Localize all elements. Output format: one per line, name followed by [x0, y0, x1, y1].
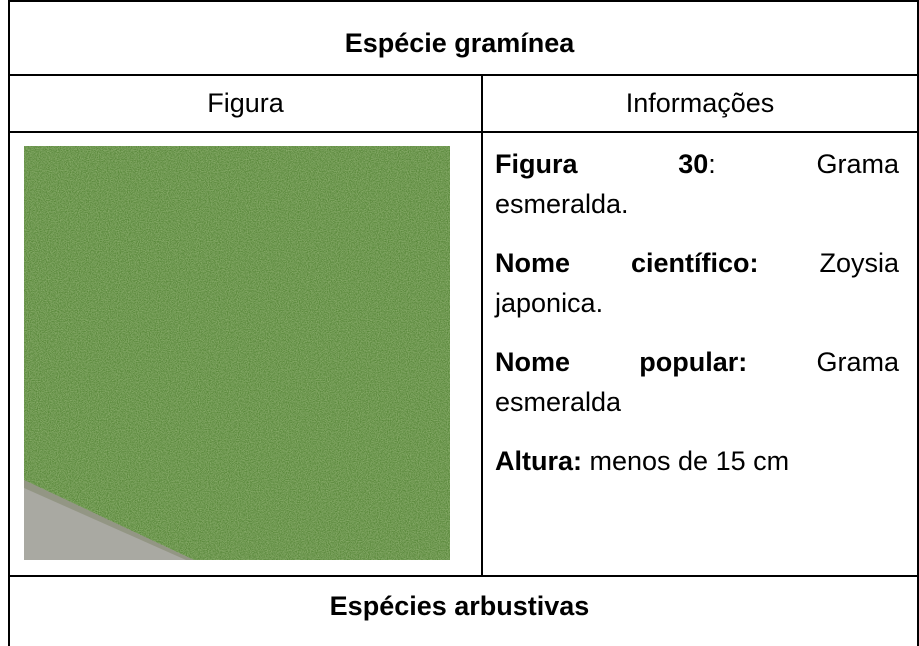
- height-value: menos de 15 cm: [582, 446, 790, 476]
- table-top-rule: [8, 0, 919, 2]
- figure-caption-continued: esmeralda.: [495, 189, 629, 219]
- figure-caption-word: Grama: [816, 149, 899, 179]
- scientific-name-value-2: japonica.: [495, 288, 604, 318]
- figure-colon: :: [708, 149, 716, 179]
- scientific-name: Nome científico: Zoysia japonica.: [495, 243, 899, 323]
- popular-name-label-1: Nome: [495, 347, 571, 377]
- height-label: Altura:: [495, 446, 582, 476]
- grass-photo-texture: [24, 146, 450, 560]
- column-divider: [481, 74, 483, 577]
- figure-label: Figura: [495, 149, 578, 179]
- grass-speckle-layer: [24, 146, 450, 560]
- scientific-name-label-1: Nome: [495, 248, 571, 278]
- header-row-rule: [8, 131, 919, 133]
- content-row-rule: [8, 575, 919, 577]
- popular-name: Nome popular: Grama esmeralda: [495, 342, 899, 422]
- figure-caption: Figura 30: Grama esmeralda.: [495, 144, 899, 224]
- title-row-rule: [8, 74, 919, 76]
- popular-name-value-2: esmeralda: [495, 387, 622, 417]
- column-header-info: Informações: [625, 88, 775, 118]
- plant-height: Altura: menos de 15 cm: [495, 441, 899, 481]
- grass-shade: [24, 146, 450, 560]
- column-header-figure: Figura: [207, 88, 284, 118]
- grass-photo: [24, 146, 450, 560]
- section-title-grass: Espécie gramínea: [344, 28, 575, 58]
- scientific-name-value-1: Zoysia: [819, 248, 899, 278]
- species-table: [8, 0, 919, 646]
- popular-name-label-2: popular:: [639, 347, 748, 377]
- scientific-name-label-2: científico:: [630, 248, 759, 278]
- section-title-shrubs: Espécies arbustivas: [329, 591, 590, 621]
- popular-name-value-1: Grama: [816, 347, 899, 377]
- sidewalk-edge: [24, 480, 194, 560]
- species-info: Figura 30: Grama esmeralda. Nome científ…: [495, 144, 899, 500]
- figure-number: 30: [678, 149, 709, 179]
